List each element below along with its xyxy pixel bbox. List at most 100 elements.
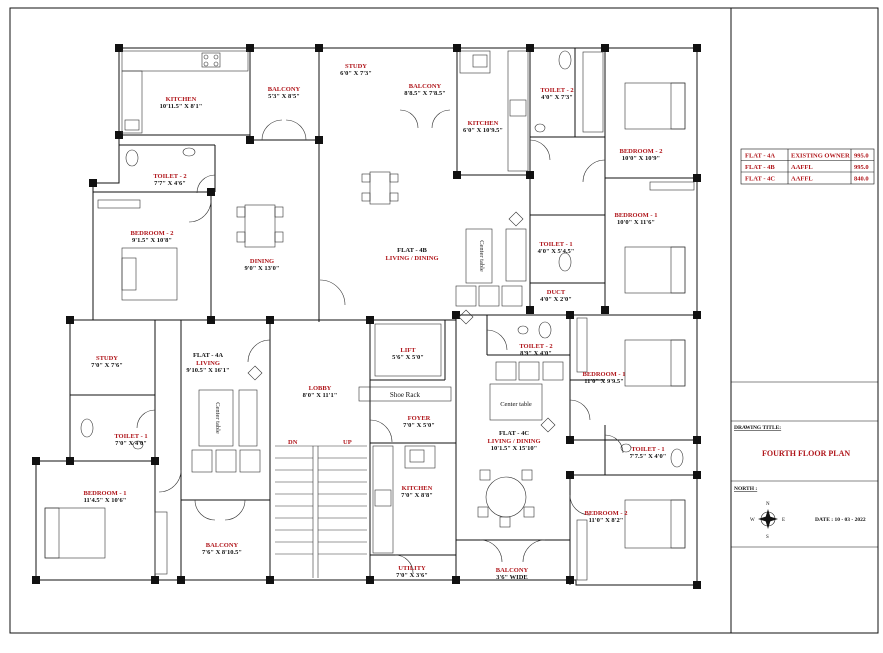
living-4b-name: LIVING / DINING bbox=[385, 255, 438, 262]
kitchen-4b-name: KITCHEN bbox=[468, 120, 499, 127]
flat-4a-label: FLAT - 4A bbox=[193, 352, 223, 359]
stair-up-label: UP bbox=[343, 439, 352, 446]
lobby-dim: 8'0" X 11'1" bbox=[303, 392, 338, 399]
shoe-rack-label: Shoe Rack bbox=[390, 391, 421, 399]
bedroom-2-left-dim: 9'1.5" X 10'8" bbox=[132, 237, 172, 244]
study-top-dim: 6'0" X 7'3" bbox=[340, 70, 372, 77]
sheet-border bbox=[9, 7, 879, 634]
kitchen-4a-name: KITCHEN bbox=[166, 96, 197, 103]
balcony-4c-dim: 3'6" WIDE bbox=[496, 574, 527, 581]
living-4c-dim: 10'1.5" X 15'10" bbox=[491, 445, 537, 452]
utility-dim: 7'0" X 3'6" bbox=[396, 572, 428, 579]
kitchen-4a-dim: 10'11.5" X 8'1" bbox=[160, 103, 203, 110]
bedroom-2-4c-name: BEDROOM - 2 bbox=[585, 510, 628, 517]
toilet-2-top-right-dim: 4'0" X 7'3" bbox=[541, 94, 573, 101]
beds bbox=[44, 51, 695, 581]
living-4a-dim: 9'10.5" X 16'1" bbox=[186, 367, 229, 374]
kitchen-fixtures bbox=[121, 50, 529, 554]
study-4a-dim: 7'0" X 7'6" bbox=[91, 362, 123, 369]
bedroom-2-top-right-dim: 10'0" X 10'9" bbox=[622, 155, 660, 162]
dining-4b-dim: 9'0" X 13'0" bbox=[244, 265, 279, 272]
door-swings bbox=[136, 109, 624, 574]
flat-area-table: FLAT - 4A EXISTING OWNER 995.0 FLAT - 4B… bbox=[740, 148, 875, 185]
svg-text:N: N bbox=[766, 502, 770, 507]
kitchen-4b-dim: 6'0" X 10'9.5" bbox=[463, 127, 503, 134]
balcony-4c-name: BALCONY bbox=[496, 567, 529, 574]
duct-name: DUCT bbox=[547, 289, 566, 296]
svg-text:S: S bbox=[766, 535, 769, 540]
foyer-name: FOYER bbox=[408, 415, 431, 422]
toilet-1-4a-dim: 7'0" X 4'0" bbox=[115, 440, 147, 447]
table-area-4b: 995.0 bbox=[854, 164, 869, 171]
table-area-4c: 840.0 bbox=[854, 176, 869, 183]
toilet-1-right-name: TOILET - 1 bbox=[539, 241, 572, 248]
kitchen-4c-dim: 7'0" X 8'8" bbox=[401, 492, 433, 499]
lift-name: LIFT bbox=[400, 347, 416, 354]
bedroom-2-top-right-name: BEDROOM - 2 bbox=[620, 148, 663, 155]
balcony-top-2-dim: 8'8.5" X 7'8.5" bbox=[404, 90, 446, 97]
title-block: DRAWING TITLE: FOURTH FLOOR PLAN NORTH :… bbox=[731, 381, 878, 548]
north-label: NORTH : bbox=[734, 486, 757, 492]
balcony-4a-name: BALCONY bbox=[206, 542, 239, 549]
toilet-1-4c-name: TOILET - 1 bbox=[631, 446, 664, 453]
foyer-dim: 7'0" X 5'0" bbox=[403, 422, 435, 429]
svg-text:E: E bbox=[782, 518, 785, 523]
lobby-name: LOBBY bbox=[309, 385, 332, 392]
bedroom-1-4a-dim: 11'4.5" X 10'6" bbox=[84, 497, 127, 504]
toilet-1-4c-dim: 7'7.5" X 4'0" bbox=[630, 453, 667, 460]
table-area-4a: 995.0 bbox=[854, 153, 869, 160]
balcony-4a-dim: 7'6" X 8'10.5" bbox=[202, 549, 242, 556]
center-table-4a-label: Center table bbox=[214, 402, 221, 434]
room-labels: KITCHEN 10'11.5" X 8'1" BALCONY 5'3" X 8… bbox=[84, 63, 667, 581]
furniture bbox=[191, 171, 564, 528]
bedroom-1-right-name: BEDROOM - 1 bbox=[615, 212, 658, 219]
flat-4b-label: FLAT - 4B bbox=[397, 247, 427, 254]
utility-name: UTILITY bbox=[398, 565, 426, 572]
table-owner-4c: AAFFL bbox=[791, 176, 813, 183]
svg-text:W: W bbox=[750, 518, 755, 523]
table-flat-4c: FLAT - 4C bbox=[745, 176, 775, 183]
dining-4b-name: DINING bbox=[250, 258, 274, 265]
center-table-4b-label: Center table bbox=[478, 240, 485, 272]
flat-4c-label: FLAT - 4C bbox=[499, 430, 529, 437]
stair-dn-label: DN bbox=[288, 439, 298, 446]
bedroom-1-4c-dim: 11'0" X 9'9.5" bbox=[584, 378, 624, 385]
bedroom-1-4c-name: BEDROOM - 1 bbox=[583, 371, 626, 378]
toilet-fixtures bbox=[80, 50, 684, 468]
bedroom-2-4c-dim: 11'0" X 8'2" bbox=[589, 517, 624, 524]
toilet-2-top-right-name: TOILET - 2 bbox=[540, 87, 573, 94]
toilet-2-4c-name: TOILET - 2 bbox=[519, 343, 552, 350]
compass-icon: N S E W bbox=[750, 502, 785, 540]
table-owner-4a: EXISTING OWNER bbox=[791, 153, 850, 160]
table-owner-4b: AAFFL bbox=[791, 164, 813, 171]
balcony-top-2-name: BALCONY bbox=[409, 83, 442, 90]
balcony-top-1-dim: 5'3" X 8'5" bbox=[268, 93, 300, 100]
duct-dim: 4'0" X 2'0" bbox=[540, 296, 572, 303]
toilet-1-right-dim: 4'0" X 5'4.5" bbox=[538, 248, 575, 255]
structural-columns bbox=[32, 44, 701, 589]
balcony-top-1-name: BALCONY bbox=[268, 86, 301, 93]
drawing-date: DATE : 10 - 03 - 2022 bbox=[815, 517, 866, 523]
study-4a-name: STUDY bbox=[96, 355, 118, 362]
living-4c-name: LIVING / DINING bbox=[487, 438, 540, 445]
drawing-title: FOURTH FLOOR PLAN bbox=[762, 449, 850, 458]
center-table-4c-label: Center table bbox=[500, 401, 532, 408]
study-top-name: STUDY bbox=[345, 63, 367, 70]
plan-walls bbox=[35, 47, 698, 586]
table-flat-4b: FLAT - 4B bbox=[745, 164, 775, 171]
toilet-2-4c-dim: 8'9" X 4'0" bbox=[520, 350, 552, 357]
living-4a-name: LIVING bbox=[196, 360, 220, 367]
bedroom-1-right-dim: 10'0" X 11'6" bbox=[617, 219, 655, 226]
annotations: Shoe Rack Center table Center table Cent… bbox=[214, 240, 532, 446]
kitchen-4c-name: KITCHEN bbox=[402, 485, 433, 492]
toilet-1-4a-name: TOILET - 1 bbox=[114, 433, 147, 440]
toilet-2-left-name: TOILET - 2 bbox=[153, 173, 186, 180]
bedroom-1-4a-name: BEDROOM - 1 bbox=[84, 490, 127, 497]
drawing-title-label: DRAWING TITLE: bbox=[734, 425, 781, 431]
table-flat-4a: FLAT - 4A bbox=[745, 153, 775, 160]
lift-dim: 5'6" X 5'0" bbox=[392, 354, 424, 361]
bedroom-2-left-name: BEDROOM - 2 bbox=[131, 230, 174, 237]
staircase bbox=[275, 323, 452, 578]
toilet-2-left-dim: 7'7" X 4'6" bbox=[154, 180, 186, 187]
